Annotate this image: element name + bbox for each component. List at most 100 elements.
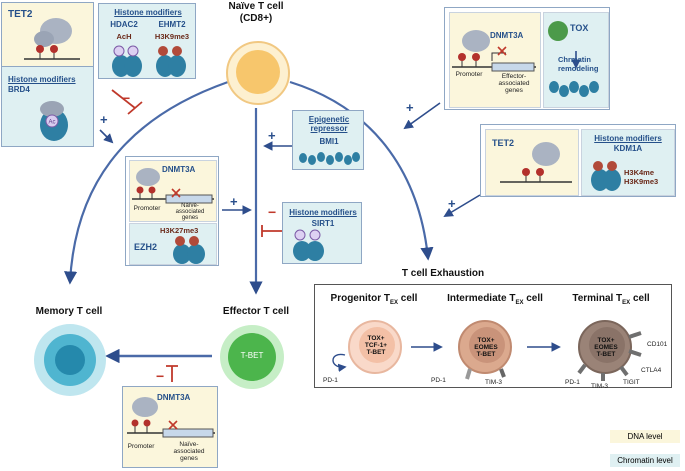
terminal-cd101: CD101 <box>647 341 668 348</box>
panel-dnmt-bottom: DNMT3A Promoter Naïve- associated genes <box>122 386 218 468</box>
chromatin-remodeling-label: Chrmatin remodeling <box>558 55 599 73</box>
progenitor-markers: TOX+TCF-1+T-BET <box>364 335 388 356</box>
dnmt-bot-promoter: Promoter <box>127 443 155 450</box>
plus-tet2-right: + <box>448 196 456 211</box>
brd4-heading: Histone modifiers <box>8 75 76 84</box>
panel-dnmt-ezh2: DNMT3A Promoter Naïve- associated genes … <box>125 156 219 266</box>
plus-dnmt-top: + <box>406 100 414 115</box>
kdm1a-marks: H3K4me H3K9me3 <box>624 168 659 186</box>
panel-hdac-ehmt: Histone modifiers HDAC2 EHMT2 AcH H3K9me… <box>98 3 196 79</box>
tet2-right-label: TET2 <box>492 138 515 148</box>
tet2-right-icon <box>500 142 572 183</box>
kdm1a-name: KDM1A <box>613 144 643 153</box>
effector-cell-icon <box>220 325 284 389</box>
dnmt-mid-promoter: Promoter <box>133 205 161 212</box>
kdm1a-nucleosome-icon <box>591 161 621 191</box>
bmi1-heading: Epigenetic repressor <box>308 115 350 133</box>
sirt1-name: SIRT1 <box>311 219 335 228</box>
terminal-ctla4: CTLA4 <box>641 367 662 374</box>
inhibit-hdac <box>111 89 143 115</box>
dnmt-bot-label: DNMT3A <box>157 393 191 402</box>
dnmt-mid-dna: DNMT3A Promoter Naïve- associated genes <box>129 160 217 222</box>
dnmt-bot-gene-icon <box>127 397 215 438</box>
dnmt-top-label: DNMT3A <box>490 31 524 40</box>
arrow-brd4-to-memory <box>99 129 114 144</box>
tet2-label: TET2 <box>8 9 33 20</box>
ezh2-name: EZH2 <box>134 242 158 252</box>
terminal-tigit: TIGIT <box>623 379 640 386</box>
naive-title: Naïve T cell <box>228 1 284 12</box>
ach-mark: AcH <box>116 32 132 41</box>
panel-bmi1: Epigenetic repressor BMI1 <box>292 110 364 170</box>
naive-genes-mid: Naïve- associated genes <box>175 203 205 221</box>
panel-dnmt-tox: DNMT3A Promoter Effector- associated gen… <box>444 7 610 110</box>
exhausted-cells-graphic <box>332 320 642 381</box>
hdac2-name: HDAC2 <box>110 20 138 29</box>
intermediate-tim3: TIM-3 <box>485 379 502 386</box>
terminal-title: Terminal TEX cell <box>572 293 650 306</box>
arrow-naive-to-memory <box>63 80 229 285</box>
effector-genes-label: Effector- associated genes <box>498 73 530 94</box>
kdm1a-chromatin: Histone modifiers KDM1A H3K4me H3K9me3 <box>581 129 675 196</box>
ac-mark-text: Ac <box>48 120 55 126</box>
memory-title: Memory T cell <box>35 306 103 317</box>
terminal-pd1: PD-1 <box>565 379 580 386</box>
hdac-heading: Histone modifiers <box>114 8 182 17</box>
tet2-right-dna: TET2 <box>485 129 579 196</box>
tox-icon <box>548 21 599 97</box>
progenitor-pd1: PD-1 <box>323 377 338 384</box>
legend-chromatin: Chromatin level <box>610 454 680 467</box>
sirt1-nucleosome-icon <box>293 229 324 261</box>
exhaustion-title: T cell Exhaustion <box>401 268 485 279</box>
dnmt-mid-gene-icon <box>132 168 214 204</box>
minus-sirt1: − <box>268 204 277 220</box>
inhibit-dnmt-bot <box>166 365 178 382</box>
naive-subtitle: (CD8+) <box>239 13 273 24</box>
ehmt2-name: EHMT2 <box>158 20 186 29</box>
h3k27me3-mark: H3K27me3 <box>160 226 199 235</box>
dnmt-top-dna: DNMT3A Promoter Effector- associated gen… <box>449 12 541 108</box>
nucleosome-icon: Ac <box>40 101 68 141</box>
bmi1-chromatin-icon <box>299 152 360 165</box>
inhibit-sirt <box>261 225 282 237</box>
tet2-protein-icon <box>24 18 80 60</box>
plus-bmi1: + <box>268 128 276 143</box>
arrow-dnmt-top-to-exh <box>403 102 441 130</box>
panel-brd4: Histone modifiers BRD4 Ac <box>1 66 94 147</box>
ezh2-nucleosome-icon <box>173 236 205 264</box>
sirt1-heading: Histone modifiers <box>289 208 357 217</box>
naive-genes-bot: Naïve- associated genes <box>173 441 205 462</box>
promoter-label: Promoter <box>455 71 483 78</box>
panel-tet2-kdm1a: TET2 Histone modifiers KDM1A H3K4me H3K9… <box>480 124 676 197</box>
dnmt-top-gene-icon <box>452 30 536 72</box>
histone-pair-icon <box>112 45 186 77</box>
tox-chromatin: TOX Chrmatin remodeling <box>543 12 609 108</box>
dnmt-mid-label: DNMT3A <box>162 165 196 174</box>
progenitor-title: Progenitor TEX cell <box>330 293 418 306</box>
memory-cell-icon <box>34 324 106 396</box>
effector-title: Effector T cell <box>222 306 290 317</box>
exhaustion-box: Progenitor TEX cell Intermediate TEX cel… <box>314 284 672 390</box>
arrow-tet2-right-to-exh <box>443 194 481 217</box>
effector-marker: T-BET <box>240 351 264 360</box>
intermediate-title: Intermediate TEX cell <box>447 293 543 306</box>
plus-dnmt-mid: + <box>230 194 238 209</box>
kdm1a-heading: Histone modifiers <box>594 134 662 143</box>
panel-sirt1: Histone modifiers SIRT1 <box>282 202 362 264</box>
ezh2-chromatin: H3K27me3 EZH2 <box>129 223 217 265</box>
h3k9me3-mark: H3K9me3 <box>154 32 190 41</box>
minus-dnmt-bot: − <box>156 368 165 384</box>
naive-cell-icon <box>226 41 290 105</box>
terminal-tim3: TIM-3 <box>591 383 608 390</box>
minus-hdac: − <box>122 90 131 106</box>
tox-label: TOX <box>570 23 589 33</box>
arrow-naive-to-exhaustion <box>289 80 434 261</box>
legend-dna: DNA level <box>610 430 680 443</box>
plus-brd4: + <box>100 112 108 127</box>
bmi1-name: BMI1 <box>319 137 339 146</box>
brd4-name: BRD4 <box>8 85 30 94</box>
